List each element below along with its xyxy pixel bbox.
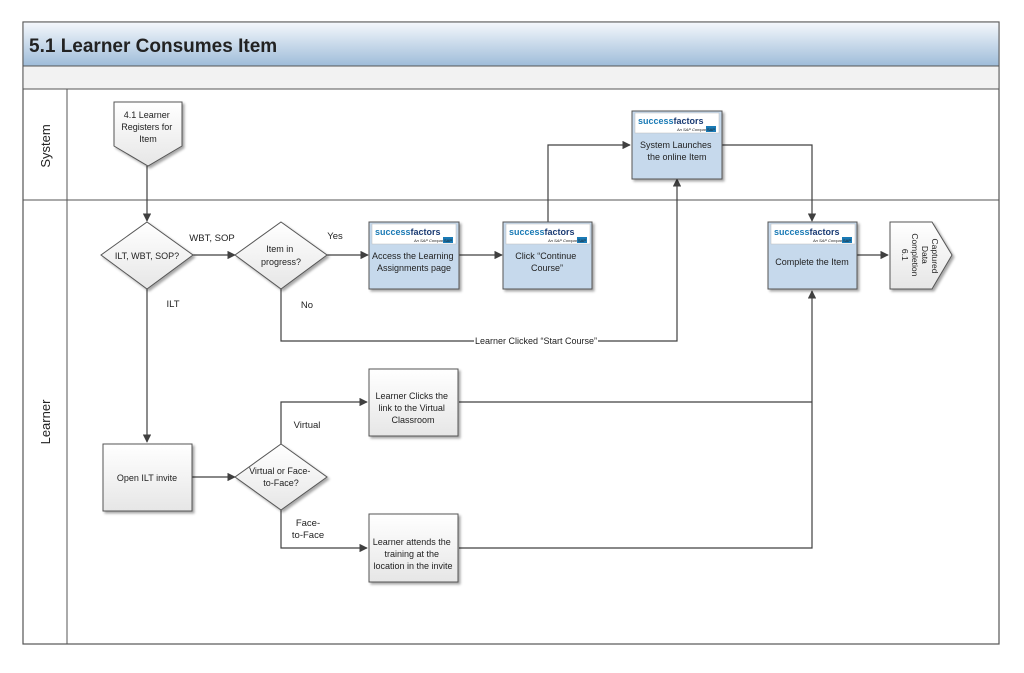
svg-text:SAP: SAP [843,238,851,243]
successfactors-logo: successfactors An SAP Company SAP [634,112,720,134]
label-virtual: Virtual [294,420,321,431]
successfactors-logo: successfactors An SAP Company SAP [505,223,591,245]
decision-mode-text: Virtual or Face- to-Face? [249,466,313,488]
decision-shape [234,221,328,290]
process-shape [368,368,459,437]
offpage-end-completion[interactable]: 6.1 Completion Data Captured [889,221,953,290]
successfactors-logo: successfactors An SAP Company SAP [371,223,457,245]
process-continue-text: Click “Continue Course” [515,251,579,273]
process-click-continue[interactable]: successfactors An SAP Company SAP Click … [502,221,593,290]
offpage-start-registers[interactable]: 4.1 Learner Registers for Item [113,101,183,167]
process-face-to-face[interactable]: Learner attends the training at the loca… [368,513,459,583]
lane-label-system: System [38,124,53,167]
arrow-f2f-to-complete [459,290,817,549]
lane-label-learner: Learner [38,399,53,444]
diagram-title: 5.1 Learner Consumes Item [29,36,277,57]
process-complete-item[interactable]: successfactors An SAP Company SAP Comple… [767,221,858,290]
decision-shape [234,443,328,511]
svg-text:An SAP Company: An SAP Company [812,238,846,243]
process-f2f-text: Learner attends the training at the loca… [373,537,454,571]
label-start-course-bg [474,335,598,347]
arrow-mode-to-virtual [280,397,368,444]
label-no: No [301,300,313,311]
svg-text:successfactors: successfactors [638,116,704,126]
process-launch-text: System Launches the online Item [640,140,714,162]
arrow-launch-to-complete [722,144,817,222]
label-wbt-sop: WBT, SOP [189,233,234,244]
offpage-shape [113,101,183,167]
label-ilt: ILT [166,299,179,310]
svg-text:successfactors: successfactors [375,227,441,237]
diagram-frame [22,21,1000,645]
label-face-line1: Face- [296,518,320,529]
decision-item-type-text: ILT, WBT, SOP? [115,251,179,261]
label-yes: Yes [327,231,343,242]
svg-text:SAP: SAP [707,127,715,132]
arrow-mode-to-f2f [280,510,368,553]
decision-item-in-progress[interactable]: Item in progress? [234,221,328,290]
offpage-end-text: 6.1 Completion Data Captured [900,233,940,278]
process-access-text: Access the Learning Assignments page [372,251,456,273]
label-start-course: Learner Clicked “Start Course” [475,336,597,346]
process-open-ilt-invite[interactable]: Open ILT invite [102,443,193,512]
decision-virtual-or-f2f[interactable]: Virtual or Face- to-Face? [234,443,328,511]
decision-item-type[interactable]: ILT, WBT, SOP? [100,221,194,290]
svg-text:An SAP Company: An SAP Company [547,238,581,243]
process-system-launches[interactable]: successfactors An SAP Company SAP System… [631,110,723,180]
connectors [142,140,889,553]
process-ilt-text: Open ILT invite [117,473,177,483]
svg-text:SAP: SAP [444,238,452,243]
offpage-shape [889,221,953,290]
svg-text:successfactors: successfactors [774,227,840,237]
process-shape [102,443,193,512]
successfactors-logo: successfactors An SAP Company SAP [770,223,856,245]
process-shape [368,513,459,583]
decision-shape [100,221,194,290]
label-face-line2: to-Face [292,530,324,541]
subheader-bar [22,65,1000,90]
offpage-start-text: 4.1 Learner Registers for Item [121,110,175,144]
svg-text:SAP: SAP [578,238,586,243]
process-virtual-text: Learner Clicks the link to the Virtual C… [375,391,450,425]
title-bar [22,21,1000,67]
svg-text:An SAP Company: An SAP Company [676,127,710,132]
decision-progress-text: Item in progress? [261,244,301,267]
svg-text:An SAP Company: An SAP Company [413,238,447,243]
process-virtual-classroom[interactable]: Learner Clicks the link to the Virtual C… [368,368,459,437]
arrow-continue-to-launch [547,140,631,222]
svg-text:successfactors: successfactors [509,227,575,237]
process-access-assignments[interactable]: successfactors An SAP Company SAP Access… [368,221,460,290]
process-complete-text: Complete the Item [775,257,849,267]
